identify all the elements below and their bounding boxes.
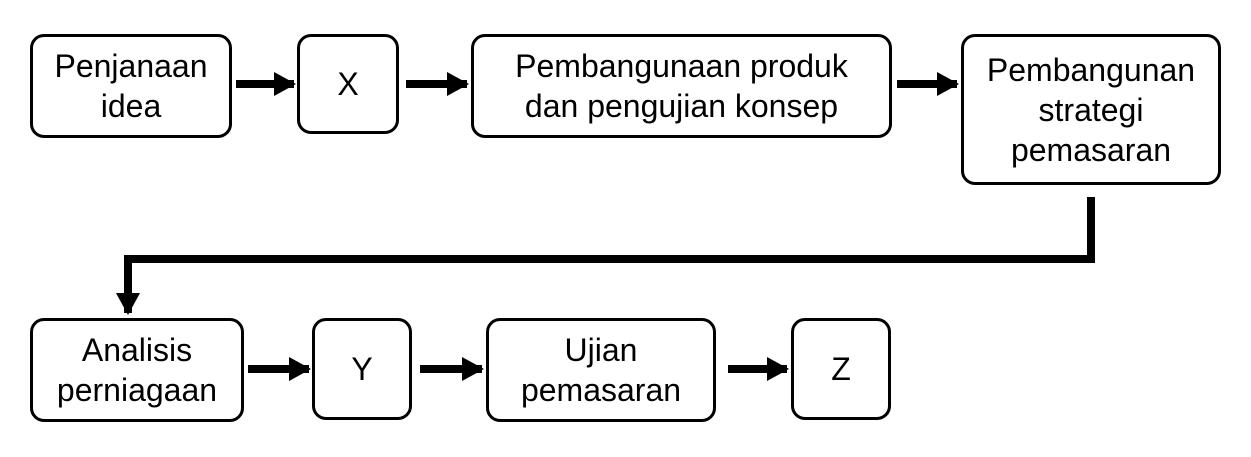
step-label: Pembangunaan produk dan pengujian konsep (515, 48, 848, 124)
step-test-marketing: Ujian pemasaran (486, 318, 716, 422)
step-idea-generation: Penjanaan idea (30, 34, 232, 138)
step-label: Pembangunan strategi pemasaran (986, 51, 1196, 168)
step-label: Analisis perniagaan (56, 332, 218, 408)
step-marketing-strategy: Pembangunan strategi pemasaran (961, 34, 1221, 185)
step-z: Z (791, 318, 891, 420)
step-y: Y (312, 318, 412, 420)
step-label: X (337, 66, 359, 102)
step-x: X (297, 34, 399, 134)
step-product-development: Pembangunaan produk dan pengujian konsep (471, 34, 892, 138)
step-business-analysis: Analisis perniagaan (30, 318, 244, 422)
connector-step4-to-step5 (116, 197, 1095, 315)
step-label: Y (351, 351, 373, 387)
step-label: Z (831, 351, 851, 387)
step-label: Ujian pemasaran (520, 332, 682, 408)
step-label: Penjanaan idea (54, 48, 208, 124)
